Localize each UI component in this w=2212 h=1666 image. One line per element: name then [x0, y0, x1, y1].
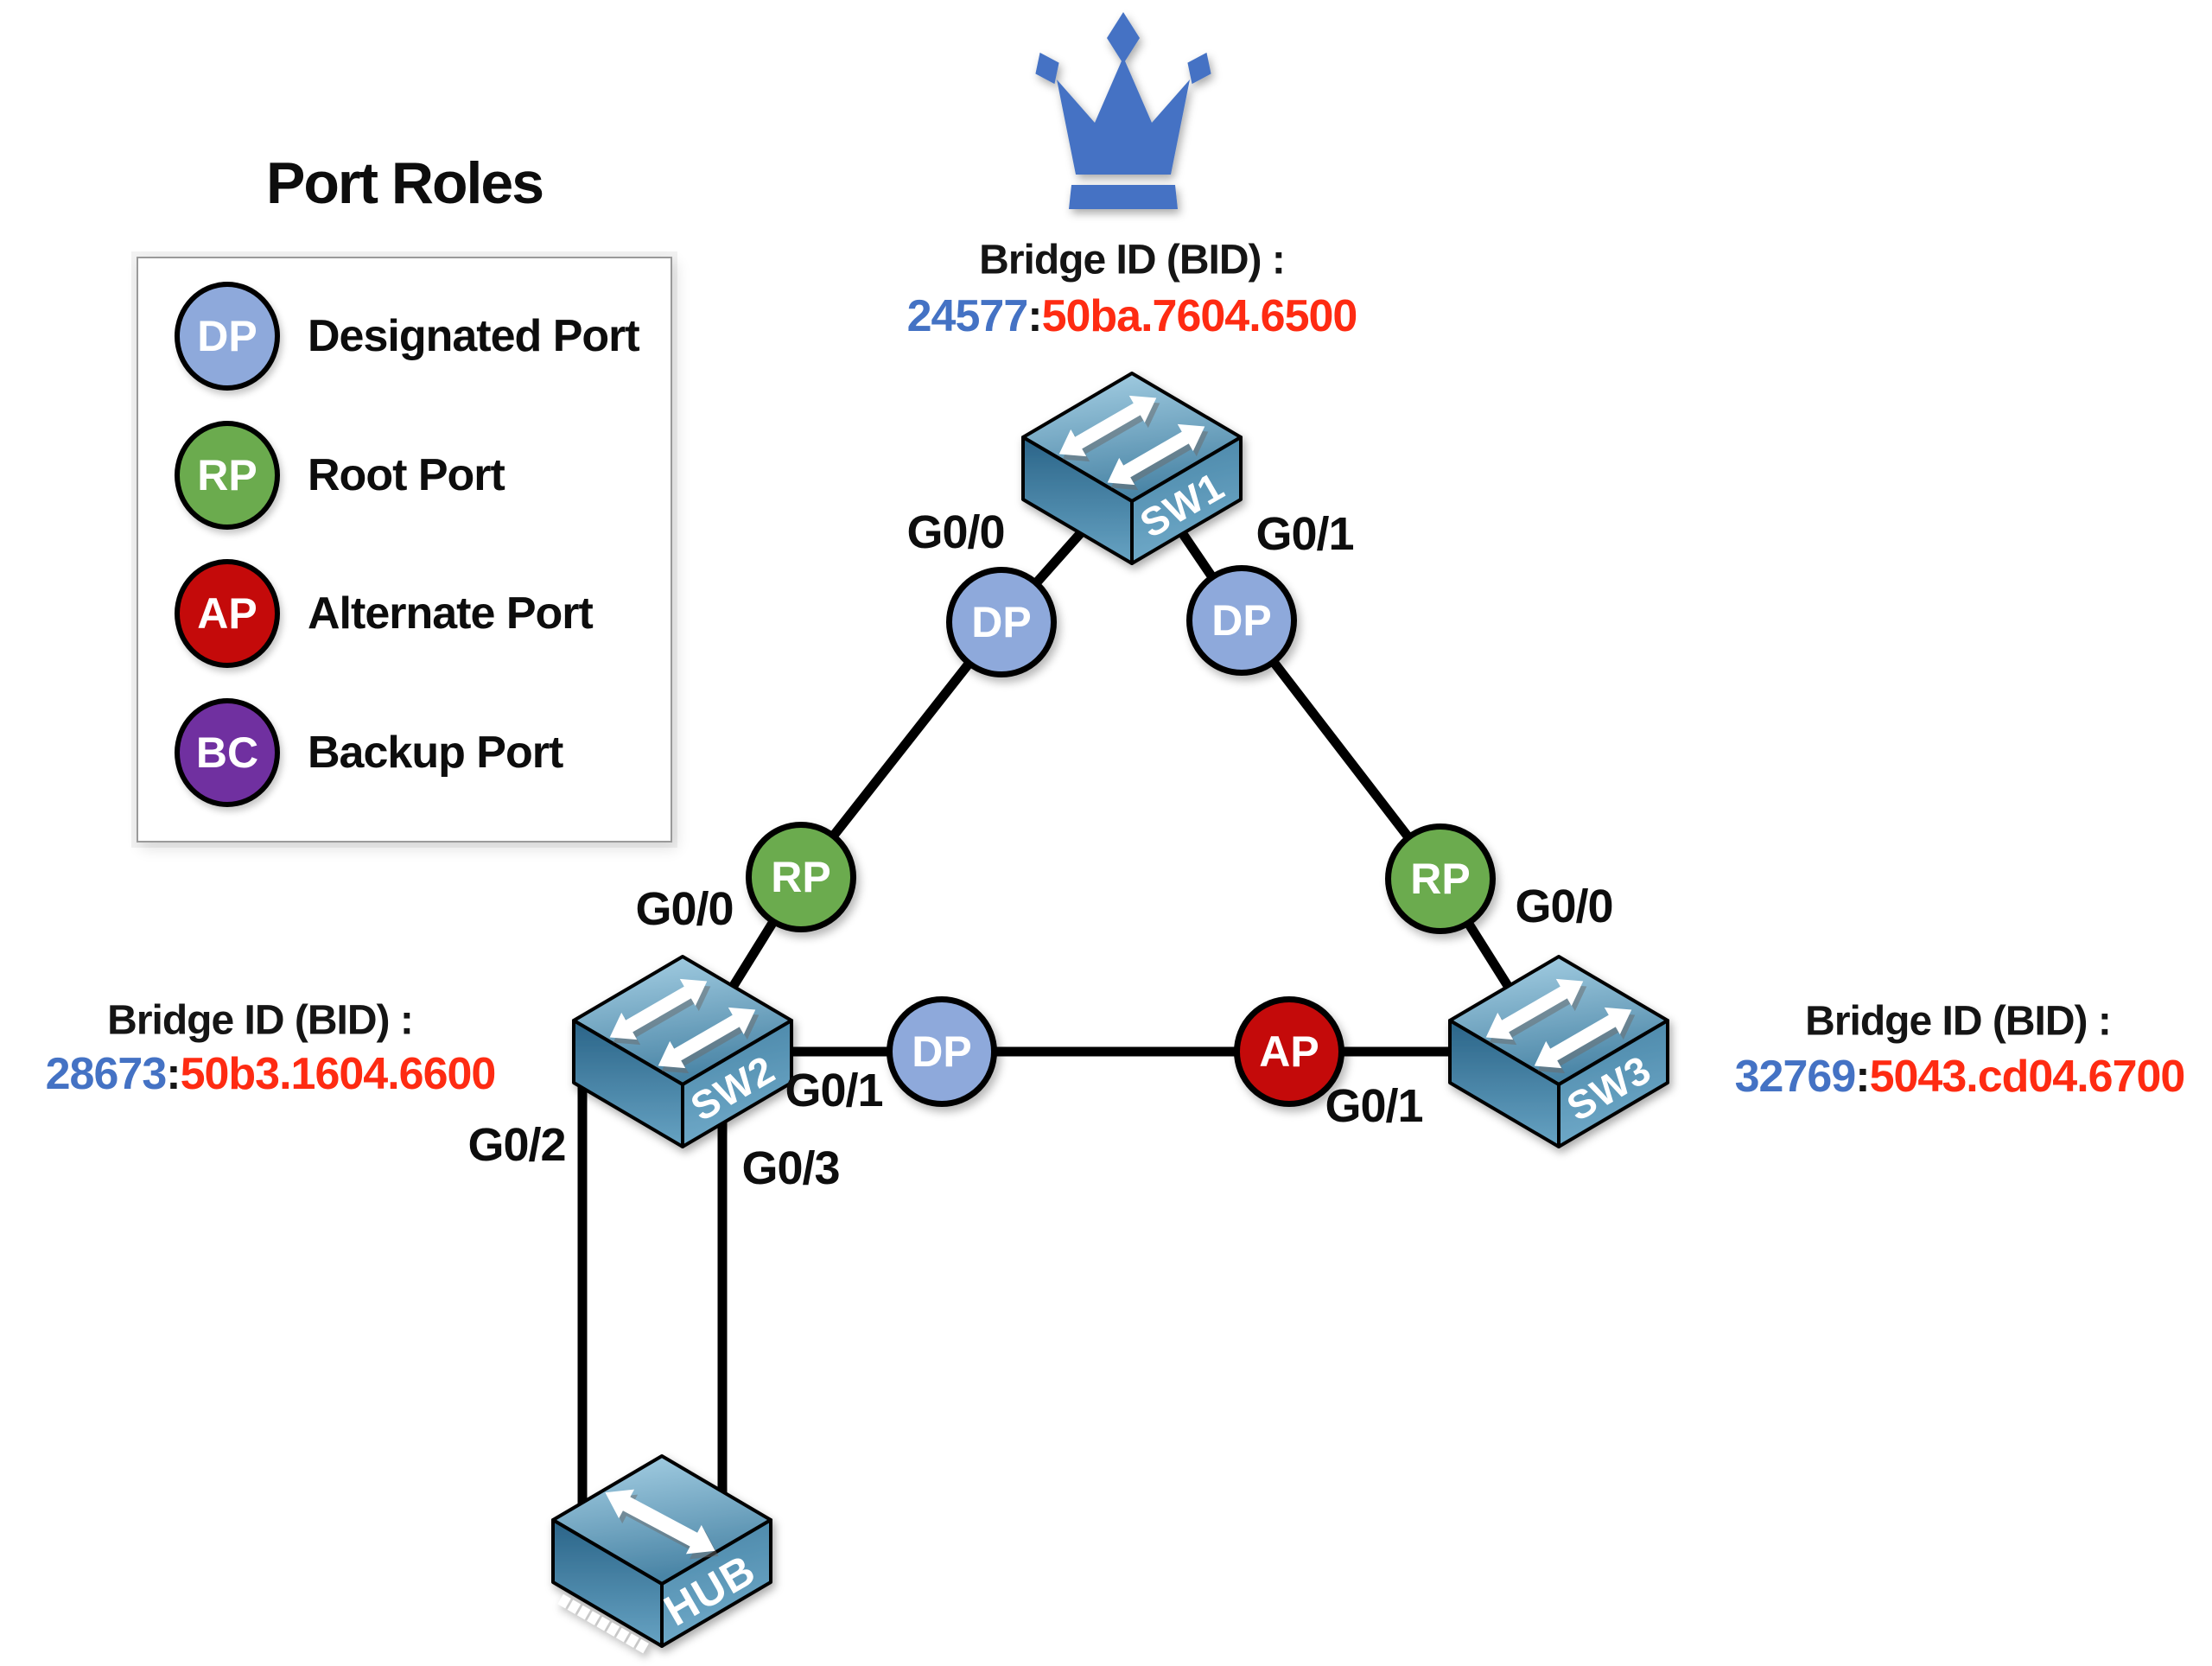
legend-badge-dp: DP	[175, 282, 280, 391]
legend-badge-bc: BC	[175, 698, 280, 807]
sw3-bid-mac: 5043.cd04.6700	[1869, 1052, 2186, 1102]
sw1-bid-value: 24577:50ba.7604.6500	[906, 290, 1358, 342]
switch-icon-sw2: SW2	[574, 957, 791, 1147]
legend-item-root-port: RP Root Port	[175, 421, 505, 530]
port-role-badge-sw2-g00: RP	[746, 822, 856, 932]
port-label-sw1-g00: G0/0	[906, 506, 1005, 558]
legend-badge-rp: RP	[175, 421, 280, 530]
legend-item-backup-port: BC Backup Port	[175, 698, 563, 807]
port-role-badge-sw1-g00: DP	[946, 567, 1057, 677]
legend-title: Port Roles	[265, 150, 544, 216]
legend-label-root-port: Root Port	[308, 450, 505, 500]
hub-icon: HUB	[551, 1454, 772, 1654]
switch-icon-sw1: SW1	[1023, 373, 1241, 563]
sw3-bid-separator: :	[1855, 1052, 1870, 1102]
sw2-bid-title: Bridge ID (BID) :	[107, 997, 414, 1044]
switch-icon-sw3: SW3	[1450, 957, 1668, 1147]
sw2-bid-value: 28673:50b3.1604.6600	[45, 1048, 497, 1100]
sw1-bid-mac: 50ba.7604.6500	[1041, 291, 1358, 341]
sw2-bid-priority: 28673	[45, 1049, 168, 1099]
port-role-badge-sw3-g00: RP	[1385, 823, 1496, 934]
legend-label-alternate-port: Alternate Port	[308, 588, 594, 639]
port-role-badge-sw2-g01: DP	[887, 996, 997, 1107]
port-label-sw2-g03: G0/3	[741, 1142, 840, 1194]
hub-ports	[557, 1594, 649, 1654]
sw2-bid-separator: :	[166, 1049, 181, 1099]
legend-label-backup-port: Backup Port	[308, 728, 563, 778]
sw3-bid-title: Bridge ID (BID) :	[1805, 998, 2112, 1045]
legend-panel: DP Designated Port RP Root Port AP Alter…	[137, 257, 672, 843]
port-label-sw2-g00: G0/0	[635, 883, 734, 935]
port-role-badge-sw1-g01: DP	[1186, 565, 1297, 676]
sw2-bid-mac: 50b3.1604.6600	[180, 1049, 497, 1099]
port-label-sw3-g00: G0/0	[1515, 881, 1613, 932]
hub-arrow-icon	[605, 1489, 719, 1560]
legend-badge-ap: AP	[175, 559, 280, 668]
legend-item-designated-port: DP Designated Port	[175, 282, 640, 391]
port-role-badge-sw3-g01: AP	[1234, 996, 1344, 1107]
port-label-sw1-g01: G0/1	[1255, 508, 1354, 560]
port-label-sw2-g02: G0/2	[467, 1119, 566, 1171]
root-bridge-crown-icon	[1035, 12, 1211, 209]
sw1-bid-title: Bridge ID (BID) :	[979, 237, 1286, 283]
sw1-bid-separator: :	[1027, 291, 1042, 341]
legend-label-designated-port: Designated Port	[308, 311, 640, 361]
port-label-sw3-g01: G0/1	[1325, 1080, 1423, 1132]
sw3-bid-value: 32769:5043.cd04.6700	[1734, 1051, 2186, 1103]
sw1-bid-priority: 24577	[906, 291, 1029, 341]
sw3-bid-priority: 32769	[1734, 1052, 1857, 1102]
port-label-sw2-g01: G0/1	[785, 1065, 883, 1116]
link-sw1-sw2	[723, 525, 1089, 998]
legend-item-alternate-port: AP Alternate Port	[175, 559, 594, 668]
